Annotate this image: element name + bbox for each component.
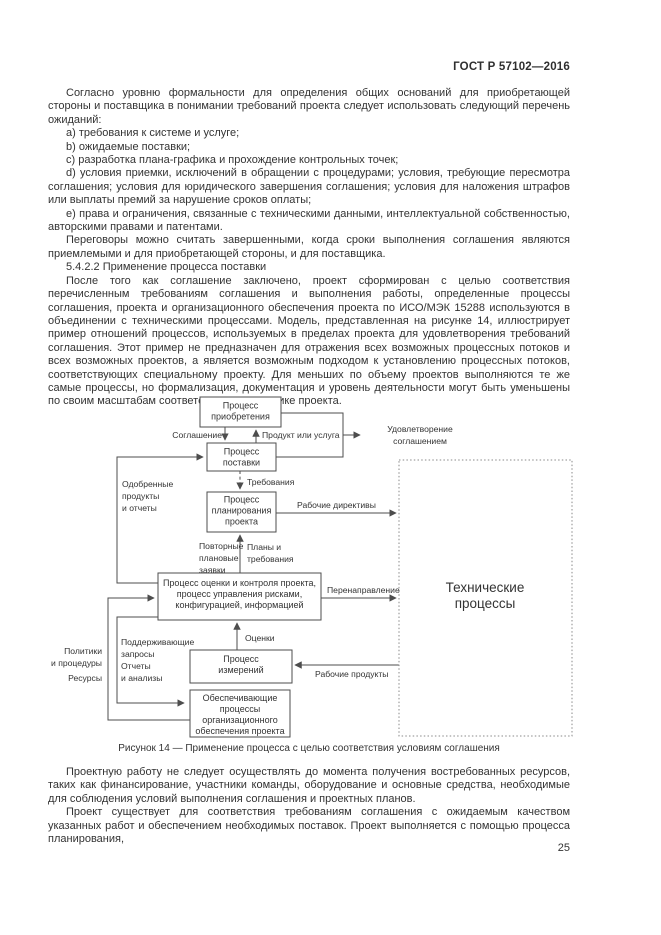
- label-redirection: Перенаправление: [327, 585, 400, 595]
- paragraph: Переговоры можно считать завершенными, к…: [48, 234, 570, 260]
- figure-caption: Рисунок 14 — Применение процесса с целью…: [118, 743, 500, 754]
- body-text-top: Согласно уровню формальности для определ…: [48, 87, 570, 409]
- label-resources: Ресурсы: [68, 673, 102, 683]
- box-assessment-label: Процесс оценки и контроля проекта,процес…: [163, 578, 316, 610]
- box-assessment-process: [157, 572, 322, 621]
- box-planning-process: [206, 491, 277, 533]
- paragraph: Согласно уровню формальности для определ…: [48, 87, 570, 126]
- box-measurement-process: [189, 649, 293, 684]
- section-heading-5-4-2-2: 5.4.2.2 Применение процесса поставки: [66, 261, 267, 274]
- list-item-c: c) разработка плана-графика и прохождени…: [66, 154, 399, 167]
- label-assessments: Оценки: [245, 633, 275, 643]
- line-policies-resources: [107, 594, 190, 721]
- label-requirements: Требования: [247, 477, 295, 487]
- box-enabling-processes: [189, 689, 291, 738]
- label-product-or-service: Продукт или услуга: [262, 430, 340, 440]
- body-text-bottom: Проектную работу не следует осуществлять…: [48, 766, 570, 846]
- paragraph: Проектную работу не следует осуществлять…: [48, 766, 570, 805]
- document-number-header: ГОСТ Р 57102—2016: [453, 61, 570, 73]
- list-item-e: e) права и ограничения, связанные с техн…: [48, 207, 570, 234]
- paragraph: Проект существует для соответствия требо…: [48, 806, 570, 846]
- label-agreement: Соглашение: [172, 430, 222, 440]
- line-supporting-requests: [116, 616, 185, 707]
- box-technical-processes: [398, 459, 573, 737]
- box-supply-process: [206, 442, 277, 472]
- box-acquisition-process: [199, 396, 282, 428]
- label-work-directives: Рабочие директивы: [297, 500, 376, 510]
- line-approved-feedback: [116, 453, 204, 584]
- list-item-b: b) ожидаемые поставки;: [66, 140, 191, 153]
- list-item-d: d) условия приемки, исключений в обращен…: [48, 167, 570, 207]
- paragraph: После того как соглашение заключено, про…: [48, 274, 570, 408]
- label-work-products: Рабочие продукты: [315, 669, 389, 679]
- list-item-a: a) требования к системе и услуге;: [66, 127, 240, 140]
- page-number: 25: [557, 842, 570, 854]
